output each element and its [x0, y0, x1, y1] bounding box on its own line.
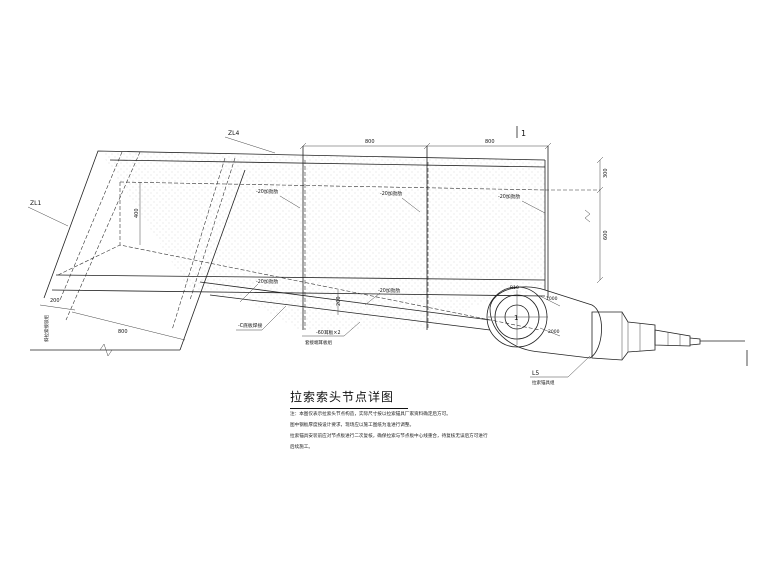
- bottom-plate-label: -C底板焊接: [238, 322, 262, 329]
- stiffener-3-label: -20加劲肋: [498, 193, 520, 200]
- zl1-leader: [27, 206, 69, 227]
- dim-right-lower: 600: [603, 230, 609, 240]
- title-underline: [290, 408, 408, 409]
- dim-circle-radius: R10: [510, 285, 519, 291]
- vertical-stiffeners: [302, 146, 549, 330]
- left-vertical-note: 斜拉索接驳组: [43, 315, 50, 342]
- ear-plate-leader: [302, 321, 361, 337]
- note-line-4: 后续施工。: [290, 445, 313, 450]
- dim-bottom-left: 200: [50, 298, 60, 304]
- anchor-dim-a: 1000: [546, 296, 558, 302]
- cable-anchor: [591, 311, 745, 361]
- note-line-1: 注：本图仅表示拉索头节点构造，实际尺寸按以拉索锚具厂家资料确定后方可。: [290, 412, 451, 417]
- label-l5: L5: [532, 370, 539, 377]
- stiffener-2-label: -20加劲肋: [380, 190, 402, 197]
- bottom-plate-leader: [236, 305, 287, 331]
- member-body-hatch: [100, 151, 545, 330]
- anchor-note: 拉索锚具组: [532, 379, 555, 386]
- stiffener-2-leader: [401, 197, 421, 213]
- dim-top-right: 800: [485, 139, 495, 145]
- stiffener-4-label: -20加劲肋: [256, 278, 278, 285]
- section-circle-label: 1: [514, 314, 518, 322]
- label-zl4: ZL4: [228, 130, 239, 137]
- pin-eye-plate: [486, 286, 602, 359]
- internal-dashed-lines: [57, 151, 600, 331]
- stiffener-4-leader: [239, 283, 259, 303]
- ear-plate-note: 套接端耳板组: [305, 339, 332, 346]
- stiffener-5-leader: [364, 292, 381, 306]
- dim-bottom-diag: 800: [118, 329, 128, 335]
- stiffener-3-leader: [521, 200, 546, 214]
- bottom-left-dimensions: [39, 304, 186, 341]
- anchor-dim-b: 2000: [548, 329, 560, 335]
- break-mark: [99, 343, 113, 357]
- anchor-dim-b-line: [539, 327, 561, 337]
- stiffener-1-leader: [279, 195, 301, 209]
- zl4-leader: [224, 136, 276, 154]
- section-mark-label: 1: [521, 129, 526, 138]
- label-zl1: ZL1: [30, 200, 41, 207]
- dim-right-upper: 300: [603, 168, 609, 178]
- l5-leader: [530, 355, 591, 378]
- stiffener-5-label: -20加劲肋: [378, 287, 400, 294]
- member-outline: [30, 150, 546, 351]
- ear-plate-label: -60耳板×2: [316, 329, 341, 336]
- dim-mid-vertical: 200: [336, 296, 342, 306]
- dim-left-inner: 400: [134, 208, 140, 218]
- dim-top-left: 800: [365, 139, 375, 145]
- title-block: 拉索索头节点详图 注：本图仅表示拉索头节点构造，实际尺寸按以拉索锚具厂家资料确定…: [290, 388, 490, 453]
- drawing-title: 拉索索头节点详图: [290, 390, 395, 404]
- note-line-3: 拉索锚具安装前应对节点板进行二次复核，确保拉索与节点板中心线重合，待复核无误后方…: [290, 434, 488, 439]
- stiffener-1-label: -20加劲肋: [256, 188, 278, 195]
- anchor-dim-a-line: [539, 295, 561, 307]
- right-dimension: [584, 156, 604, 284]
- top-dimension: [299, 142, 552, 150]
- note-line-2: 图中钢板厚度按设计要求，现场应以施工图纸为准进行调整。: [290, 423, 415, 428]
